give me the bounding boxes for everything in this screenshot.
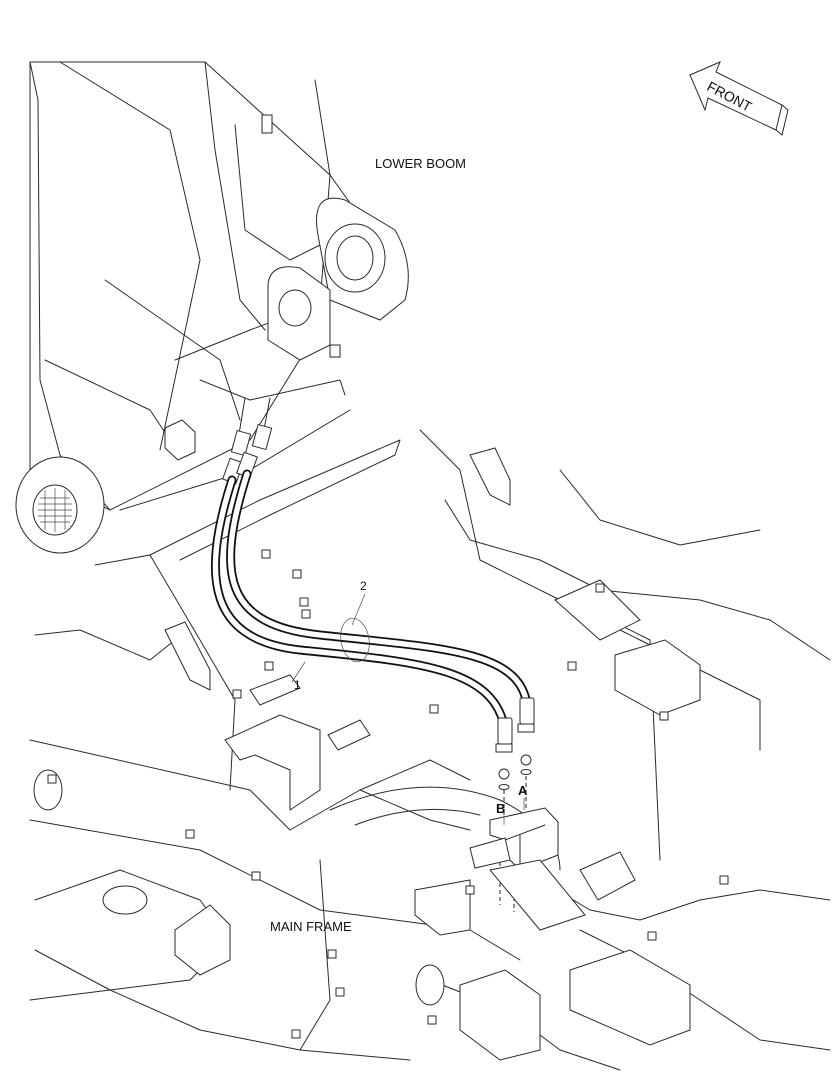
lower-boom-label: LOWER BOOM (375, 156, 467, 171)
valve-fittings (495, 697, 535, 912)
main-frame-drawing (29, 429, 831, 1071)
pin-bushing-hatch (38, 488, 72, 532)
leader-part-1 (291, 661, 306, 683)
front-arrow-icon (689, 61, 789, 136)
lower-boom-drawing (15, 61, 409, 554)
part-1-callout: 1 (294, 678, 301, 692)
leader-part-2 (351, 593, 366, 626)
control-valve (465, 807, 586, 931)
hose-assemblies (210, 469, 532, 735)
main-frame-label: MAIN FRAME (270, 919, 352, 934)
part-2-callout: 2 (360, 579, 367, 593)
boom-hose-fittings (222, 397, 273, 485)
port-a-label: A (518, 783, 528, 798)
port-b-label: B (496, 801, 506, 816)
